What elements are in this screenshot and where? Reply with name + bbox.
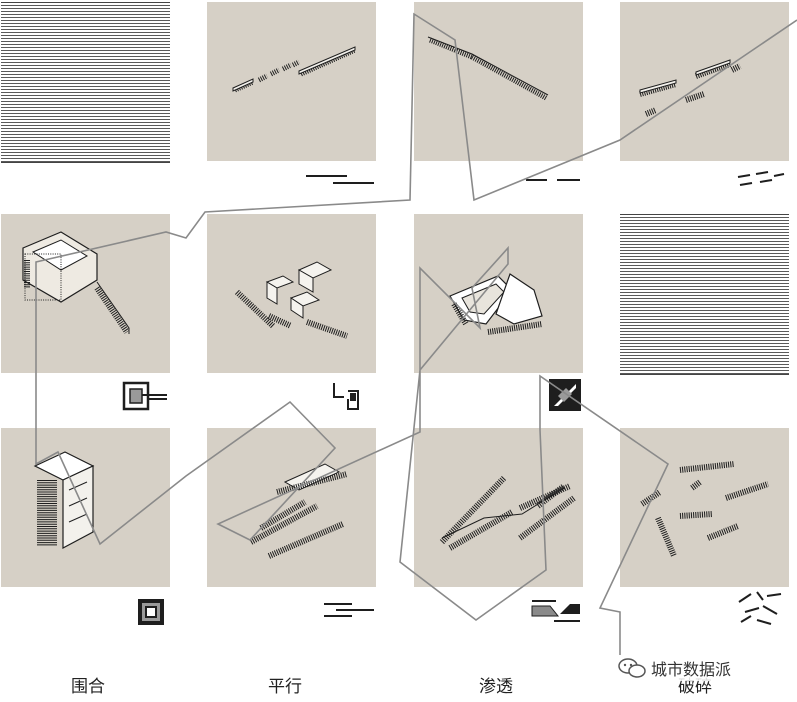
parallel-slabs-drawing xyxy=(249,463,348,559)
parallel-walls-drawing xyxy=(232,46,357,93)
watermark-text: 城市数据派 xyxy=(651,660,732,679)
enclosure-tower-tile xyxy=(1,214,170,373)
label-fragmentation: 破碎 xyxy=(678,677,712,697)
parallel-blocks-drawing xyxy=(234,261,348,339)
penetration-plan-symbol xyxy=(531,600,580,622)
penetration-walls-tile xyxy=(414,428,583,587)
parallel-lines-symbol xyxy=(306,175,374,184)
penetration-walls-drawing xyxy=(439,475,576,551)
fragmented-walls-drawing xyxy=(639,59,742,117)
broken-dashes-symbol xyxy=(737,171,785,186)
long-wall-drawing xyxy=(427,36,549,101)
enclosure-plan-symbol xyxy=(122,381,167,411)
enclosure-wall-drawing xyxy=(33,451,95,549)
enclosure-tower-drawing xyxy=(22,231,130,334)
label-enclosure: 围合 xyxy=(71,677,105,697)
diagonal-frame-symbol xyxy=(549,379,581,411)
enclosure-wall-tile xyxy=(1,428,170,587)
label-parallel: 平行 xyxy=(268,677,302,697)
parallel-walls-tile xyxy=(207,2,376,161)
parallel-slabs-tile xyxy=(207,428,376,587)
fragmented-scatter-drawing xyxy=(640,461,769,558)
penetration-frame-drawing xyxy=(449,273,543,335)
blank-striped-tile xyxy=(620,214,789,375)
blank-striped-tile xyxy=(1,2,170,163)
nested-square-symbol xyxy=(138,599,164,625)
penetration-frame-tile xyxy=(414,214,583,373)
offset-blocks-symbol xyxy=(333,383,359,410)
parallel-blocks-tile xyxy=(207,214,376,373)
fragmented-walls-tile xyxy=(620,2,789,161)
wechat-icon xyxy=(618,658,646,678)
long-wall-tile xyxy=(414,2,583,161)
fragmented-scatter-tile xyxy=(620,428,789,587)
label-penetration: 渗透 xyxy=(479,677,513,697)
source-watermark: 城市数据派 xyxy=(617,655,732,681)
gap-lines-symbol xyxy=(526,179,580,181)
parallel-offset-symbol xyxy=(324,603,374,617)
scattered-fragments-symbol xyxy=(738,591,782,625)
